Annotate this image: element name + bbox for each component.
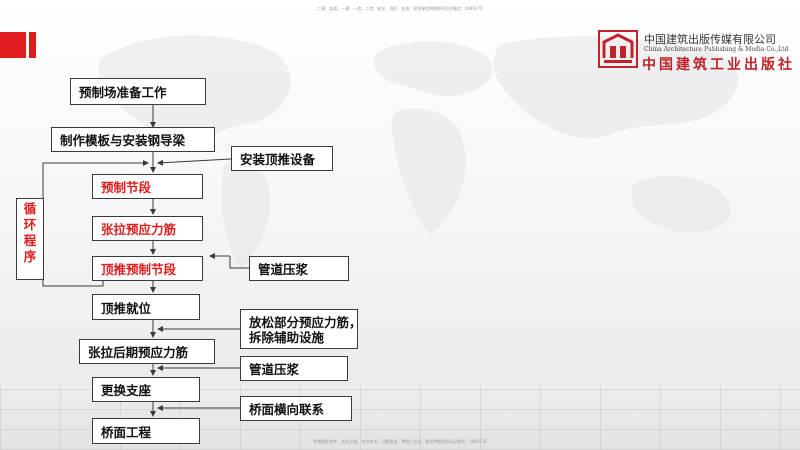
step-push-in-place: 顶推就位 bbox=[92, 294, 200, 320]
loop-char-4: 序 bbox=[23, 249, 37, 264]
loop-char-2: 环 bbox=[23, 217, 37, 232]
publisher-name-calligraphy: 中国建筑工业出版社 bbox=[642, 57, 795, 73]
step-tension-later-tendons: 张拉后期预应力筋 bbox=[79, 339, 215, 364]
release-tendons-line2: 拆除辅助设施 bbox=[249, 329, 325, 345]
loop-char-3: 程 bbox=[23, 233, 37, 248]
step-formwork-guide-beam: 制作模板与安装钢导梁 bbox=[51, 127, 215, 152]
input-release-tendons: 放松部分预应力筋， 拆除辅助设施 bbox=[240, 309, 362, 349]
publisher-name-cn: 中国建筑出版传媒有限公司 bbox=[644, 33, 776, 46]
step-deck-works: 桥面工程 bbox=[92, 418, 200, 444]
publisher-name-en: China Architecture Publishing & Media Co… bbox=[644, 46, 789, 53]
step-site-preparation: 预制场准备工作 bbox=[70, 78, 206, 105]
step-push-segment: 顶推预制节段 bbox=[92, 256, 203, 281]
step-replace-bearings: 更换支座 bbox=[92, 377, 200, 402]
publisher-logo-icon bbox=[598, 30, 638, 68]
release-tendons-line1: 放松部分预应力筋， bbox=[249, 314, 362, 330]
accent-bar-thin bbox=[29, 32, 36, 58]
input-duct-grouting-1: 管道压浆 bbox=[249, 256, 349, 281]
top-watermark-note: 二建、监理、一建、一造、二造、安全、消防、咨询、检测课程押题联系QQ/微信：36… bbox=[317, 6, 483, 11]
loop-procedure-label: 循 环 程 序 bbox=[16, 198, 44, 280]
input-install-push-equipment: 安装顶推设备 bbox=[231, 146, 333, 171]
step-prefabricate-segment: 预制节段 bbox=[92, 174, 203, 199]
accent-bar bbox=[0, 32, 26, 58]
loop-char-1: 循 bbox=[23, 201, 37, 216]
step-tension-tendons: 张拉预应力筋 bbox=[92, 216, 203, 241]
bottom-watermark-note: 免费题库课件，执业资格，考点串讲，习题精讲，押题三页纸，独家押题联系QQ/微信：… bbox=[313, 439, 487, 444]
input-deck-transverse-connection: 桥面横向联系 bbox=[240, 396, 352, 421]
input-duct-grouting-2: 管道压浆 bbox=[240, 356, 348, 381]
